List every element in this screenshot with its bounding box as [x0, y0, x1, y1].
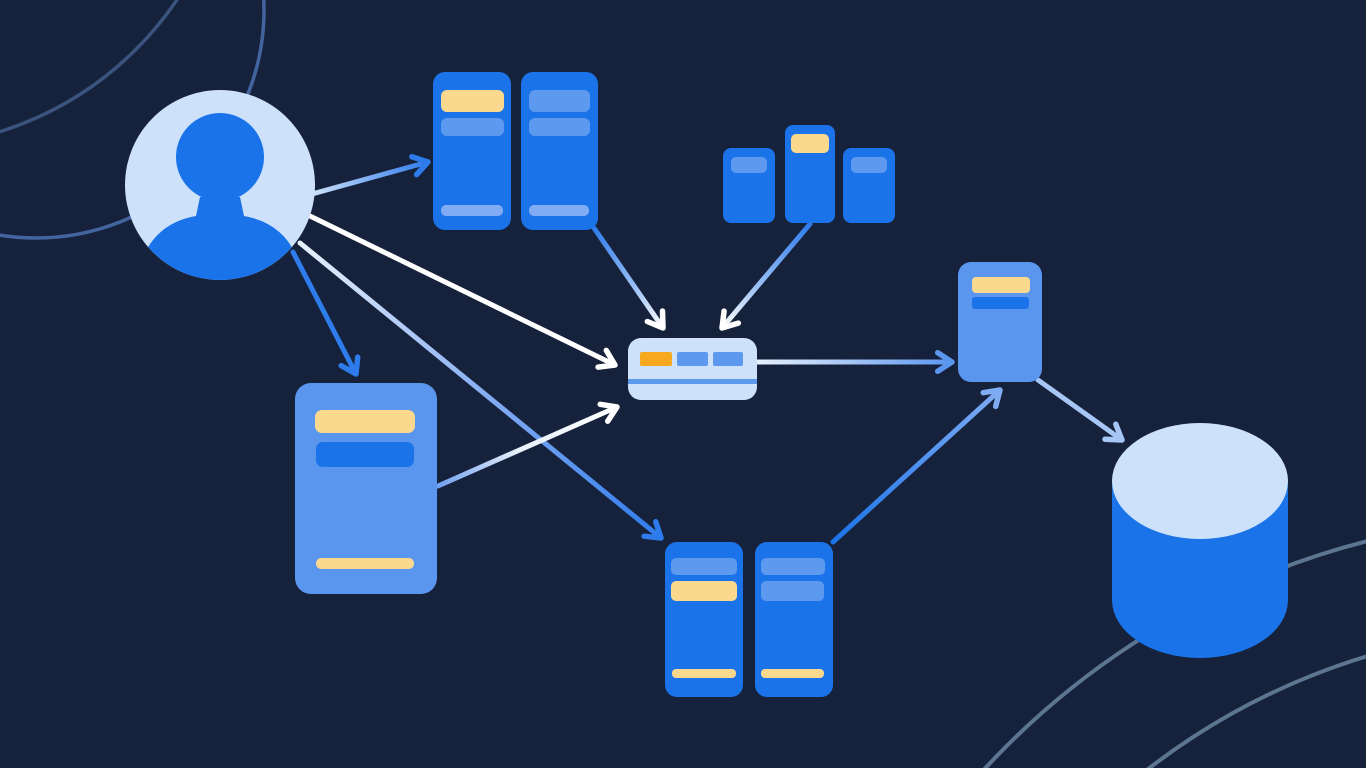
mini-card-slot-yellow — [791, 134, 829, 153]
mini-card-trio — [723, 125, 895, 223]
load-balancer-card — [628, 338, 757, 400]
server-slot-blue — [316, 442, 414, 467]
server-slot-blue — [671, 558, 737, 575]
server-slot-footer — [316, 558, 414, 569]
app-server-card — [958, 262, 1042, 382]
server-slot-footer — [441, 205, 503, 216]
server-slot-blue — [441, 118, 504, 136]
bottom-server-pair — [665, 542, 833, 697]
mini-card-slot — [851, 157, 887, 173]
server-slot-yellow — [441, 90, 504, 112]
edge-user-to-tall-server — [290, 249, 361, 377]
server-tower — [665, 542, 743, 697]
arrowhead — [719, 308, 742, 331]
card-body — [628, 338, 757, 400]
arrowhead — [644, 308, 666, 331]
server-slot-yellow — [671, 581, 737, 601]
server-slot-blue — [529, 118, 590, 136]
edge-top-servers-to-load-balancer — [591, 225, 666, 331]
database-bottom — [1112, 542, 1288, 658]
edge-user-to-top-servers — [309, 153, 431, 197]
card-chip-orange — [640, 352, 672, 366]
arrowhead — [641, 519, 664, 541]
database-top — [1112, 423, 1288, 539]
card-chip-blue — [677, 352, 708, 366]
edge-app-server-to-database — [1035, 377, 1125, 443]
card-divider — [628, 379, 757, 384]
edge-bottom-servers-to-app-server — [830, 387, 1003, 545]
server-slot-footer — [529, 205, 589, 216]
edge-tall-server-to-load-balancer — [435, 401, 620, 489]
server-body — [295, 383, 437, 594]
edge-load-balancer-to-app-server — [754, 349, 955, 375]
server-slot-footer — [672, 669, 736, 678]
card-chip-blue — [713, 352, 743, 366]
arrowhead — [980, 387, 1003, 410]
edge-user-to-bottom-servers — [297, 240, 664, 541]
server-tower — [755, 542, 833, 697]
server-slot-yellow — [315, 410, 415, 433]
arc-circle-outer — [0, 0, 266, 240]
edge-user-to-load-balancer — [307, 213, 618, 370]
arrowhead — [595, 347, 618, 370]
server-slot-blue — [761, 581, 824, 601]
top-server-pair — [433, 72, 598, 230]
decorative-arcs-top-left — [0, 0, 266, 240]
card-slot-blue — [972, 297, 1029, 309]
arrowhead — [409, 153, 431, 178]
server-slot-footer — [761, 669, 824, 678]
card-slot-yellow — [972, 277, 1030, 293]
user-avatar — [125, 90, 315, 280]
mini-card-slot — [731, 157, 767, 173]
server-slot-blue — [761, 558, 825, 575]
tall-server — [295, 383, 437, 594]
edge-mini-cards-to-load-balancer — [719, 221, 813, 331]
database-cylinder — [1112, 423, 1288, 658]
arrowhead — [338, 354, 361, 377]
arrowhead — [934, 349, 955, 375]
arrowhead — [1102, 421, 1125, 443]
arrowhead — [597, 401, 620, 424]
server-slot-blue — [529, 90, 590, 112]
